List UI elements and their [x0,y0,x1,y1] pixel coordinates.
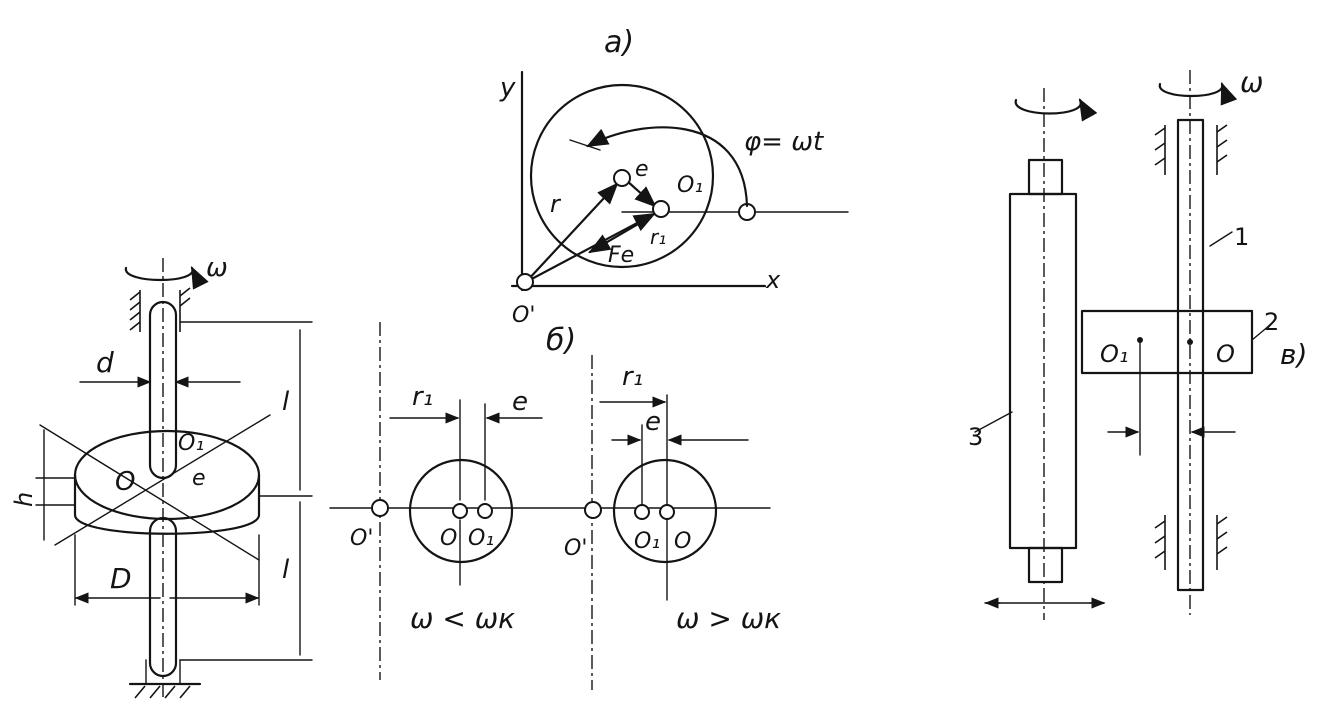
Fe-vector-label: Fe [608,243,634,268]
y-axis-label: y [499,73,516,103]
O-prime-label-right: O' [564,536,587,561]
panel-v: 3 ω 1 [968,66,1307,620]
O1-label-a: O₁ [677,173,703,198]
panel-v-label: в) [1280,338,1307,371]
l-label-bottom: l [282,555,290,585]
disk-circle-left [408,458,514,564]
shaft-disk-figure: ω d O O₁ e h [10,253,313,700]
disk-circle [529,83,715,269]
omega-label-v: ω [1240,66,1263,99]
phi-label: φ= ωt [744,127,824,157]
shaft-1 [1176,118,1205,592]
panel-a-label: a) [604,25,634,60]
r-vector-label: r [550,190,562,218]
disk-circle-right [612,458,718,564]
disk-side [73,473,261,535]
rotation-arrow-3-icon [1014,98,1098,122]
O1-label-left: O₁ [468,526,494,551]
O-label-left: O [440,526,457,551]
number-2: 2 [1264,308,1279,336]
disk-2 [1080,309,1254,375]
lower-shaft [148,516,178,678]
O-prime-label-left: O' [350,526,373,551]
r1-label-left: r₁ [412,382,433,412]
d-label: d [96,346,114,379]
e-label-left: e [512,387,528,417]
phi-arc [586,126,749,208]
D-label: D [110,562,132,595]
omega-label: ω [206,253,228,283]
shaft-bearings [1154,124,1228,570]
panel-b-label: б) [546,323,576,358]
roller-bottom-neck [1027,546,1064,584]
e-vector-label: e [635,157,649,182]
r1-vector-label: r₁ [650,225,666,249]
O1-label-v: O₁ [1100,340,1129,368]
roller-3 [1008,192,1078,550]
l-label-top: l [282,387,290,417]
O-label-right: O [674,529,691,554]
omega-gt-label: ω > ωк [676,602,781,635]
e-label-right: e [645,407,661,437]
O-prime-label-a: O' [512,303,535,328]
r1-label-right: r₁ [622,362,643,392]
rotation-arrow-1-icon [1158,81,1238,106]
O-label: O [115,467,135,497]
rotation-arrow-icon [124,266,209,290]
O-label-v: O [1216,340,1235,368]
number-3: 3 [968,423,983,451]
h-label: h [10,492,38,507]
top-bearing-hatch [129,287,191,332]
number-1: 1 [1234,223,1249,251]
roller-top-neck [1027,158,1064,196]
e-label-disk: e [192,466,206,491]
disk-top [73,429,261,521]
x-axis-label: x [765,266,781,294]
panel-a: a) y x φ= ωt e O₁ r r₁ Fe O' [499,25,849,328]
O1-label: O₁ [178,431,204,456]
omega-lt-label: ω < ωк [410,602,515,635]
O1-label-right: O₁ [634,529,660,554]
panel-b: б) r₁ e O' O O₁ ω < ωк r₁ e O' O₁ [329,322,781,690]
